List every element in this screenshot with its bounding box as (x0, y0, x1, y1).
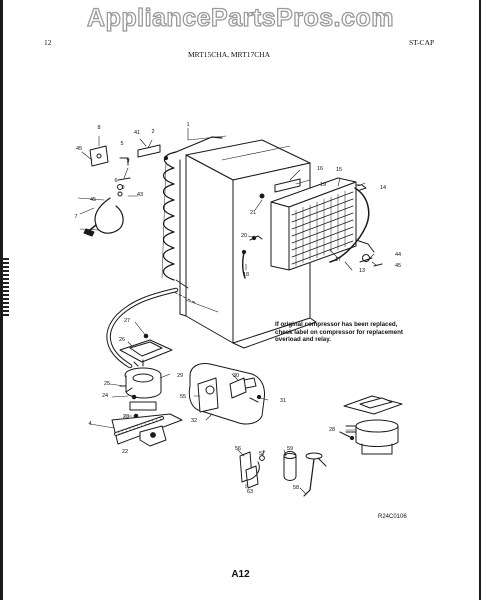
callout-63: 63 (246, 489, 254, 495)
callout-13: 13 (358, 268, 366, 274)
callout-41: 41 (133, 130, 141, 136)
header-page-number: 12 (44, 38, 52, 47)
page-code: A12 (231, 569, 250, 580)
callout-19: 19 (319, 182, 327, 188)
scan-border-right (479, 0, 481, 600)
leader-lines (77, 127, 377, 495)
compressor-replacement-note: If original compressor has been replaced… (275, 321, 403, 344)
scan-edge-mark (3, 258, 9, 316)
callout-20: 20 (240, 233, 248, 239)
callout-15: 15 (335, 167, 343, 173)
callout-1: 1 (186, 122, 190, 128)
callout-57: 57 (258, 451, 266, 457)
watermark: AppliancePartsPros.com (86, 3, 394, 32)
callout-2: 2 (151, 129, 155, 135)
callout-16: 16 (316, 166, 324, 172)
reference-code: R24C0106 (378, 514, 407, 520)
callout-30: 30 (232, 373, 240, 379)
callout-56: 56 (234, 446, 242, 452)
callout-8: 8 (97, 125, 101, 131)
callout-17: 17 (334, 257, 342, 263)
header-section: ST-CAP (409, 38, 435, 47)
callout-14: 14 (379, 185, 387, 191)
coil-assembly (270, 177, 375, 271)
callout-5: 5 (120, 141, 124, 147)
base-rail (111, 413, 183, 447)
header-model-line: MRT15CHA, MRT17CHA (188, 50, 271, 59)
right-mounting-assembly (339, 395, 403, 455)
relay-overload-assembly (188, 363, 265, 425)
callout-6: 6 (114, 178, 118, 184)
callout-59: 59 (286, 446, 294, 452)
start-capacitor-parts (239, 451, 327, 497)
callout-28: 28 (328, 427, 336, 433)
callout-23: 23 (122, 414, 130, 420)
callout-9-upper: 9 (126, 158, 130, 164)
callout-43: 43 (136, 192, 144, 198)
callout-58: 58 (292, 485, 300, 491)
compressor-assembly (119, 339, 173, 419)
right-small-parts (359, 254, 383, 267)
callout-32: 32 (190, 418, 198, 424)
callout-4: 4 (88, 421, 92, 427)
left-hardware-parts (83, 144, 161, 237)
callout-9-lower: 9 (121, 185, 125, 191)
callout-25: 25 (103, 381, 111, 387)
callout-29: 29 (176, 373, 184, 379)
callout-26: 26 (118, 337, 126, 343)
callout-45-left: 45 (89, 197, 97, 203)
callout-27: 27 (123, 318, 131, 324)
callout-44: 44 (394, 252, 402, 258)
callout-18: 18 (242, 272, 250, 278)
callout-45-top: 45 (75, 146, 83, 152)
callout-7: 7 (74, 214, 78, 220)
callout-22: 22 (121, 449, 129, 455)
callout-21: 21 (249, 210, 257, 216)
callout-55: 55 (179, 394, 187, 400)
callout-31: 31 (279, 398, 287, 404)
scan-border-left (0, 0, 3, 600)
rear-condenser-coil (161, 136, 223, 289)
callout-24: 24 (101, 393, 109, 399)
compressor-tubing (106, 287, 179, 369)
callout-45-right: 45 (394, 263, 402, 269)
